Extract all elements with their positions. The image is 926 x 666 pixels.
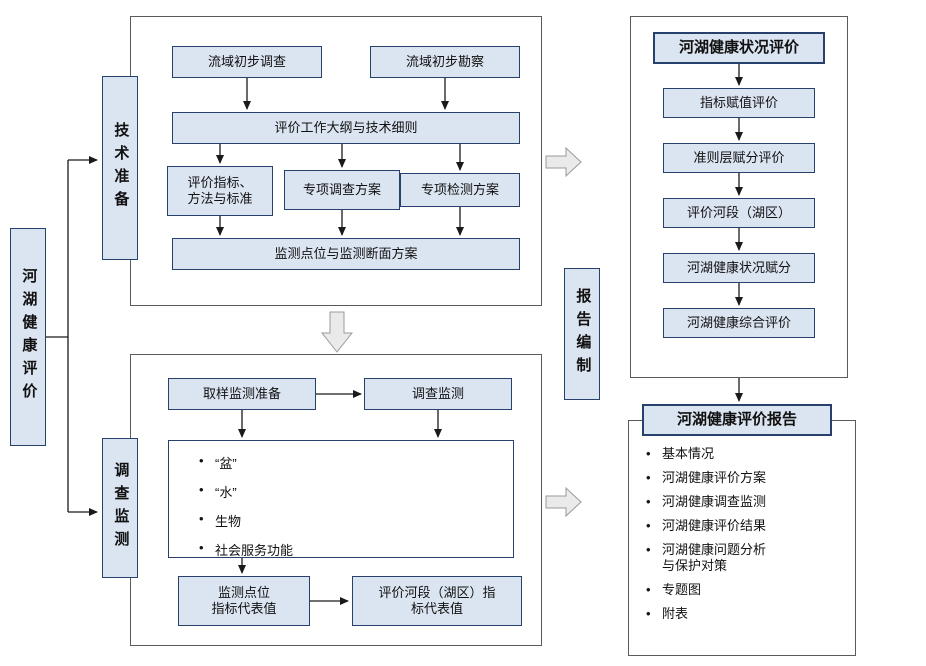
box-monitoring-points-plan: 监测点位与监测断面方案 [172,238,520,270]
report-item: 基本情况 [646,446,848,463]
box-reach-indicator-values: 评价河段（湖区）指 标代表值 [352,576,522,626]
block-arrow-survey-to-report [545,486,582,518]
box-special-test-plan: 专项检测方案 [400,173,520,207]
report-item: 专题图 [646,582,848,599]
box-eval-step-2: 准则层赋分评价 [663,143,815,173]
health-eval-header: 河湖健康状况评价 [653,32,825,64]
stage-label-report: 报告编制 [564,268,600,400]
aspect-item: 生物 [199,511,513,530]
report-list: 基本情况 河湖健康评价方案 河湖健康调查监测 河湖健康评价结果 河湖健康问题分析… [646,446,848,630]
aspects-box: “盆” “水” 生物 社会服务功能 [168,440,514,558]
box-indicators-methods: 评价指标、 方法与标准 [167,166,273,216]
report-item: 河湖健康评价方案 [646,470,848,487]
report-item: 河湖健康评价结果 [646,518,848,535]
box-special-survey-plan: 专项调查方案 [284,170,400,210]
box-preliminary-survey: 流域初步调查 [172,46,322,78]
stage-label-survey-monitor: 调查监测 [102,438,138,578]
report-item: 河湖健康问题分析 与保护对策 [646,542,848,576]
box-eval-step-4: 河湖健康状况赋分 [663,253,815,283]
stage-label-tech-prep: 技术准备 [102,76,138,260]
block-arrow-tech-prep-to-report [545,146,582,178]
box-preliminary-recon: 流域初步勘察 [370,46,520,78]
block-arrow-tech-prep-to-survey [320,311,354,353]
report-header: 河湖健康评价报告 [642,404,832,436]
box-eval-step-5: 河湖健康综合评价 [663,308,815,338]
box-work-outline: 评价工作大纲与技术细则 [172,112,520,144]
box-eval-step-3: 评价河段（湖区） [663,198,815,228]
report-item: 河湖健康调查监测 [646,494,848,511]
box-survey-monitoring: 调查监测 [364,378,512,410]
aspect-item: “水” [199,482,513,501]
box-point-indicator-values: 监测点位 指标代表值 [178,576,310,626]
box-sampling-prep: 取样监测准备 [168,378,316,410]
aspect-list: “盆” “水” 生物 社会服务功能 [169,441,513,559]
aspect-item: 社会服务功能 [199,540,513,559]
aspect-item: “盆” [199,453,513,472]
root-node: 河湖健康评价 [10,228,46,446]
box-eval-step-1: 指标赋值评价 [663,88,815,118]
report-item: 附表 [646,606,848,623]
